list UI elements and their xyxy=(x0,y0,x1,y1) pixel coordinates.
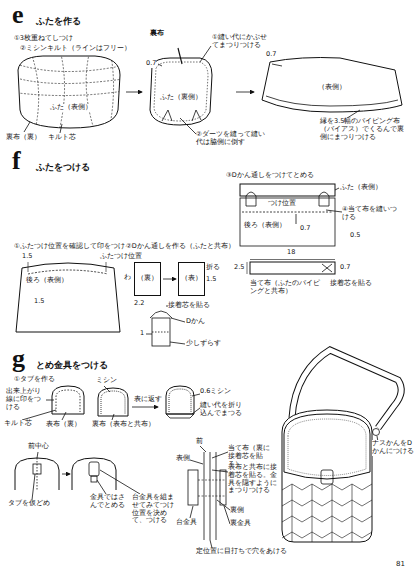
note-label: 少しずらす xyxy=(186,340,221,348)
note-label: 表に返す xyxy=(134,396,162,404)
note-label: キルト芯 xyxy=(4,420,32,428)
note-label: 後ろ（表側） xyxy=(26,277,68,285)
note-label: 1.5 xyxy=(22,253,32,261)
note-label: 0.5 xyxy=(350,232,360,240)
note-label: 出来上がり線に印をつける xyxy=(6,388,46,411)
note-label: ふた（表側） xyxy=(50,104,92,112)
note-label: 0.7 xyxy=(340,264,350,272)
note-label: 0.7 xyxy=(300,225,310,233)
strip-label: （裏） xyxy=(137,275,158,283)
section-letter: e xyxy=(12,2,24,28)
note-label: 表側 xyxy=(176,455,190,463)
note-label: ④当て布を縫いつける xyxy=(342,206,402,222)
section-heading: ふたを作る xyxy=(36,16,81,27)
note-label: 金具ではさんでとめる xyxy=(90,494,126,510)
note-label: 前中心 xyxy=(28,443,49,451)
note-label: ふた（裏側） xyxy=(160,94,202,102)
fabric-strip: （裏） xyxy=(134,262,161,296)
note-label: 表布と共布に接着芯を貼る。金具を隠すようにまつりつける xyxy=(228,464,278,495)
note-label: 接着芯を貼る xyxy=(168,302,210,310)
note-label: 0.7 xyxy=(266,51,276,59)
section-letter: f xyxy=(12,148,21,174)
note-label: 1 xyxy=(140,330,144,338)
note-label: ナスかんをDかんにつける xyxy=(372,440,414,456)
note-label: ③Dかん通しをつけてとめる xyxy=(226,172,314,180)
note-label: 縫い代を折り込んでまつる xyxy=(200,402,246,418)
note-label: 当て布（ふたのパイピングと共布） xyxy=(250,280,322,296)
section-heading: ふたをつける xyxy=(36,162,90,173)
note-label: ミシン xyxy=(96,377,117,385)
section-letter: g xyxy=(12,346,25,372)
note-label: 後ろ（表側） xyxy=(244,222,286,230)
note-label: 81 xyxy=(396,560,405,568)
note-label: 裏布（裏） xyxy=(6,134,41,142)
note-label: 1.5 xyxy=(206,276,216,284)
note-label: ①ふたつけ位置を確認して印をつける xyxy=(14,243,132,251)
note-label: 縁を3.5幅のパイピング布（バイアス）でくるんで裏側にまつりつける xyxy=(320,118,410,141)
fabric-strip: （表） xyxy=(178,262,205,296)
note-label: ②Dかん通しを作る（ふたと共布） xyxy=(126,243,235,251)
note-label: 台金具 xyxy=(176,519,197,527)
note-label: Dかん xyxy=(186,318,205,326)
note-label: 裏布（表布と共布） xyxy=(92,421,155,429)
note-label: 裏側 xyxy=(230,507,244,515)
step-arrow xyxy=(163,279,176,280)
note-label: ふたつけ位置 xyxy=(100,253,142,261)
note-label: 0.6ミシン xyxy=(200,388,231,396)
note-label: 18 xyxy=(287,249,295,257)
note-label: （表側） xyxy=(318,84,346,92)
note-label: 前 xyxy=(196,438,203,446)
note-label: ②ミシンキルト（ラインはフリー） xyxy=(20,45,131,53)
note-label: つけ位置 xyxy=(268,200,296,208)
note-label: タブを仮どめ xyxy=(8,500,50,508)
note-label: 折る xyxy=(206,264,220,272)
note-label: ①縫い代にかぶせてまつりつける xyxy=(212,34,268,50)
note-label: 1.5 xyxy=(34,298,44,306)
note-label: 2.2 xyxy=(134,300,144,308)
strip-label: （表） xyxy=(181,275,202,283)
note-label: ②ダーツを縫って縫い代は脇側に倒す xyxy=(196,131,268,147)
note-label: キルト芯 xyxy=(48,134,76,142)
note-label: 接着芯を貼る xyxy=(330,280,372,288)
section-heading: とめ金具をつける xyxy=(36,360,108,371)
section-heading: 裏布 xyxy=(150,29,164,37)
note-label: 台金具を組ませてみてつけ位置を決めて、つける xyxy=(132,494,178,525)
note-label: わ xyxy=(124,274,131,282)
note-label: ①3枚重ねてしつけ xyxy=(14,35,73,43)
note-label: 定位置に目打ちで穴をあける xyxy=(196,548,287,556)
note-label: 裏金具 xyxy=(230,520,251,528)
note-label: ①タブを作る xyxy=(14,376,55,384)
note-label: ふた（表側） xyxy=(340,184,382,192)
note-label: 2.5 xyxy=(234,264,244,272)
note-label: 0.7 xyxy=(146,60,156,68)
note-label: 表布（裏） xyxy=(46,421,81,429)
